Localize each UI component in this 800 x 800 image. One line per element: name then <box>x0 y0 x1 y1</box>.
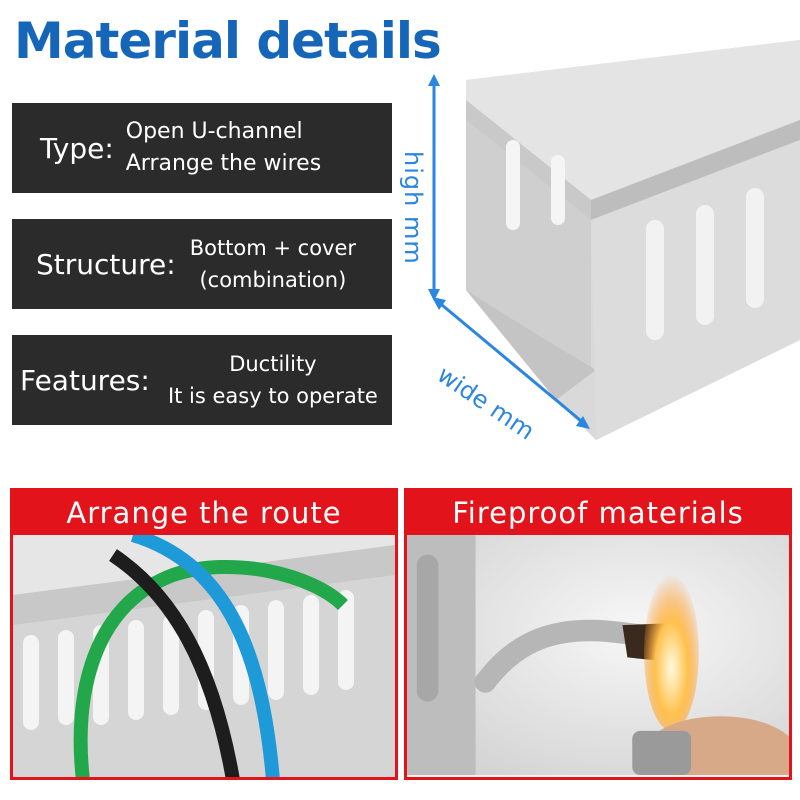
spec-structure-label: Structure: <box>36 247 176 281</box>
spec-type-box: Type: Open U-channel Arrange the wires <box>12 103 392 193</box>
panel-fireproof-title: Fireproof materials <box>407 491 789 535</box>
spec-type-label: Type: <box>40 131 114 165</box>
panel-fireproof: Fireproof materials <box>404 488 792 780</box>
wires-in-duct-photo <box>13 535 395 777</box>
spec-structure-value: Bottom + cover (combination) <box>190 232 356 296</box>
spec-features-line-1: Ductility <box>229 352 317 376</box>
height-dimension-label: high mm <box>399 151 427 265</box>
spec-structure-line-1: Bottom + cover <box>189 236 357 260</box>
spec-features-label: Features: <box>20 363 150 397</box>
panel-arrange-route-title: Arrange the route <box>13 491 395 535</box>
spec-type-value: Open U-channel Arrange the wires <box>126 116 321 180</box>
spec-type-line-1: Open U-channel <box>125 119 303 144</box>
spec-type-line-2: Arrange the wires <box>125 151 322 176</box>
panel-arrange-route: Arrange the route <box>10 488 398 780</box>
wire-duct-illustration <box>428 40 800 440</box>
spec-features-value: Ductility It is easy to operate <box>154 348 392 412</box>
spec-structure-line-2: (combination) <box>199 268 347 292</box>
spec-structure-box: Structure: Bottom + cover (combination) <box>12 219 392 309</box>
page-title: Material details <box>14 12 442 70</box>
fireproof-test-photo <box>407 535 789 775</box>
spec-features-box: Features: Ductility It is easy to operat… <box>12 335 392 425</box>
spec-features-line-2: It is easy to operate <box>167 384 378 408</box>
